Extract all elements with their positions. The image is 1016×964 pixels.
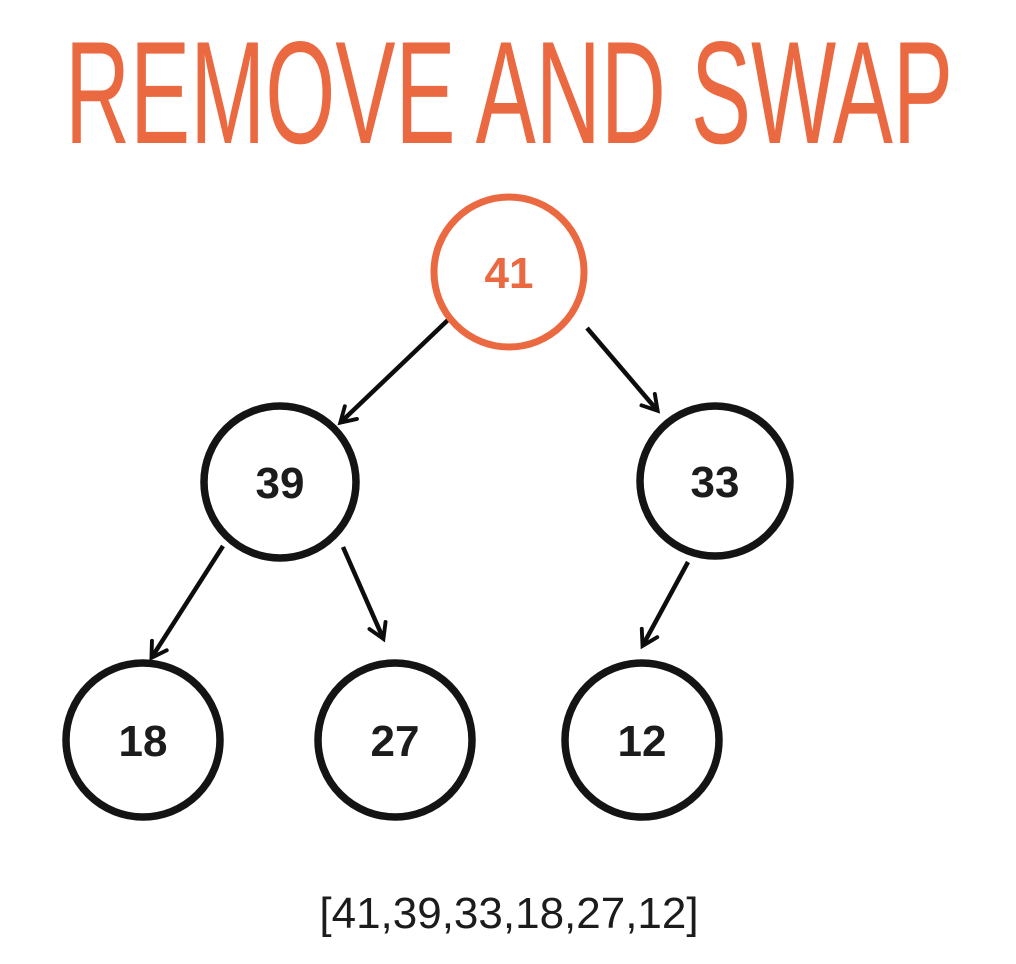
- node-circle-27: [314, 659, 476, 821]
- node-value-39: 39: [256, 459, 305, 508]
- tree-node-root: 41: [430, 193, 588, 351]
- node-circle-33: [636, 402, 794, 560]
- tree-node-right-left: 12: [561, 659, 723, 821]
- page-title: REMOVE AND SWAP: [65, 11, 953, 174]
- node-circle-12: [561, 659, 723, 821]
- tree-nodes: 41 39 33 18 27 12: [62, 193, 794, 821]
- node-value-18: 18: [119, 717, 168, 766]
- node-circle-39: [200, 402, 360, 562]
- node-value-41: 41: [485, 249, 534, 298]
- edge-39-27-arrow: [340, 546, 388, 643]
- node-value-27: 27: [371, 717, 420, 766]
- node-circle-41: [430, 193, 588, 351]
- edge-41-33-arrow: [585, 326, 661, 414]
- edge-33-12-arrow: [639, 560, 690, 650]
- tree-node-left-left: 18: [62, 659, 224, 821]
- tree-node-right: 33: [636, 402, 794, 560]
- node-value-12: 12: [618, 717, 667, 766]
- tree-node-left: 39: [200, 402, 360, 562]
- tree-edges: [149, 317, 690, 662]
- array-representation-label: [41,39,33,18,27,12]: [319, 889, 698, 938]
- edge-41-39-arrow: [337, 317, 451, 426]
- node-circle-18: [62, 659, 224, 821]
- node-value-33: 33: [691, 458, 740, 507]
- tree-node-left-right: 27: [314, 659, 476, 821]
- edge-39-18-arrow: [149, 544, 225, 662]
